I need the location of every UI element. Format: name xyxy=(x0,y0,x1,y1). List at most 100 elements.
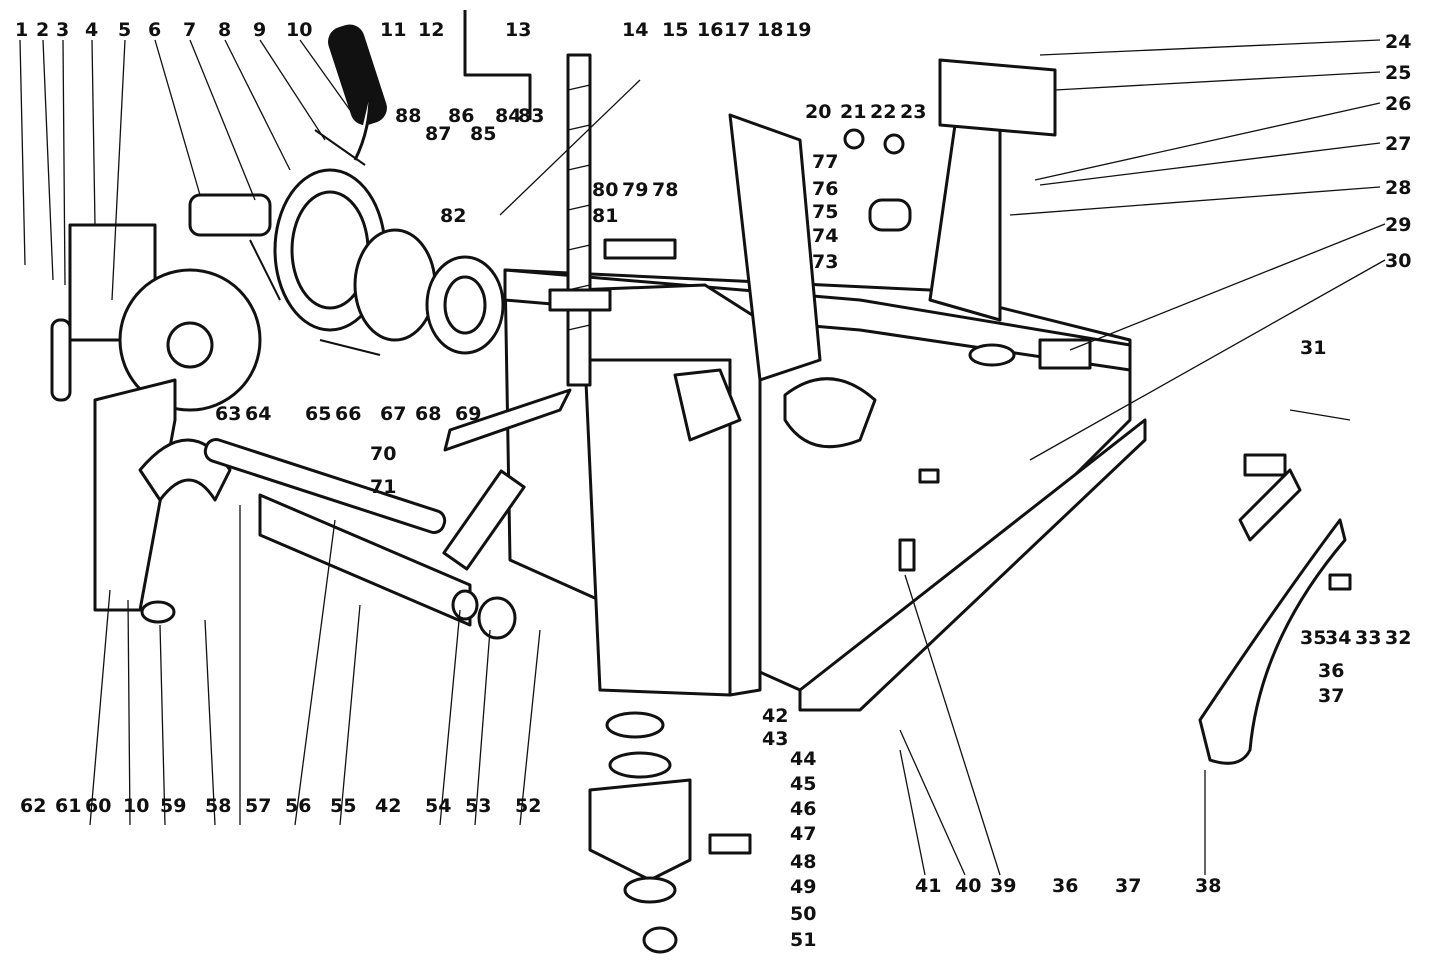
idler-arm xyxy=(68,223,517,640)
linkage-rods xyxy=(442,10,1352,591)
callout-5: 5 xyxy=(118,19,131,41)
callout-37-bottom: 37 xyxy=(1115,875,1141,897)
callout-70: 70 xyxy=(370,443,396,465)
callout-77: 77 xyxy=(812,151,838,173)
callout-80: 80 xyxy=(592,179,618,201)
callout-27: 27 xyxy=(1385,133,1411,155)
callout-48: 48 xyxy=(790,851,816,873)
callout-58: 58 xyxy=(205,795,231,817)
callout-88: 88 xyxy=(395,105,421,127)
callout-69: 69 xyxy=(455,403,481,425)
callout-10: 10 xyxy=(286,19,312,41)
callout-10-bottom: 10 xyxy=(123,795,149,817)
callout-41: 41 xyxy=(915,875,941,897)
callout-24: 24 xyxy=(1385,31,1411,53)
callout-67: 67 xyxy=(380,403,406,425)
callout-49: 49 xyxy=(790,876,816,898)
callout-13: 13 xyxy=(505,19,531,41)
callout-6: 6 xyxy=(148,19,161,41)
callout-62: 62 xyxy=(20,795,46,817)
callout-26: 26 xyxy=(1385,93,1411,115)
callout-37-right: 37 xyxy=(1318,685,1344,707)
callout-22: 22 xyxy=(870,101,896,123)
callout-9: 9 xyxy=(253,19,266,41)
callout-11: 11 xyxy=(380,19,406,41)
callout-43: 43 xyxy=(762,728,788,750)
callout-36-right: 36 xyxy=(1318,660,1344,682)
callout-7: 7 xyxy=(183,19,196,41)
callout-46: 46 xyxy=(790,798,816,820)
callout-15: 15 xyxy=(662,19,688,41)
callout-20: 20 xyxy=(805,101,831,123)
callout-87: 87 xyxy=(425,123,451,145)
callout-81: 81 xyxy=(592,205,618,227)
callout-12: 12 xyxy=(418,19,444,41)
callout-68: 68 xyxy=(415,403,441,425)
leader-lines xyxy=(19,39,1386,876)
callout-44: 44 xyxy=(790,748,816,770)
callout-28: 28 xyxy=(1385,177,1411,199)
threaded-rod xyxy=(548,53,612,387)
callout-39: 39 xyxy=(990,875,1016,897)
callout-75: 75 xyxy=(812,201,838,223)
callout-54: 54 xyxy=(425,795,451,817)
callout-63: 63 xyxy=(215,403,241,425)
callout-86: 86 xyxy=(448,105,474,127)
callout-4: 4 xyxy=(85,19,98,41)
callout-78: 78 xyxy=(652,179,678,201)
callout-53: 53 xyxy=(465,795,491,817)
callout-19: 19 xyxy=(785,19,811,41)
callout-17: 17 xyxy=(724,19,750,41)
callout-59: 59 xyxy=(160,795,186,817)
callout-51: 51 xyxy=(790,929,816,951)
callout-42-bottom: 42 xyxy=(375,795,401,817)
callout-31: 31 xyxy=(1300,337,1326,359)
callout-52: 52 xyxy=(515,795,541,817)
callout-71: 71 xyxy=(370,476,396,498)
mount-bracket xyxy=(588,711,752,954)
callout-38: 38 xyxy=(1195,875,1221,897)
callout-64: 64 xyxy=(245,403,271,425)
callout-1: 1 xyxy=(15,19,28,41)
extension-spring xyxy=(50,318,72,402)
callout-33: 33 xyxy=(1355,627,1381,649)
callout-40: 40 xyxy=(955,875,981,897)
callout-21: 21 xyxy=(840,101,866,123)
callout-42-right: 42 xyxy=(762,705,788,727)
callout-30: 30 xyxy=(1385,250,1411,272)
callout-74: 74 xyxy=(812,225,838,247)
callout-79: 79 xyxy=(622,179,648,201)
callout-35: 35 xyxy=(1300,627,1326,649)
callout-47: 47 xyxy=(790,823,816,845)
callout-32: 32 xyxy=(1385,627,1411,649)
callout-34: 34 xyxy=(1325,627,1351,649)
callout-60: 60 xyxy=(85,795,111,817)
callout-56: 56 xyxy=(285,795,311,817)
callout-45: 45 xyxy=(790,773,816,795)
callout-50: 50 xyxy=(790,903,816,925)
callout-labels: 1 2 3 4 5 6 7 8 9 10 11 12 13 14 15 16 1… xyxy=(15,19,1411,951)
callout-65: 65 xyxy=(305,403,331,425)
callout-73: 73 xyxy=(812,251,838,273)
callout-8: 8 xyxy=(218,19,231,41)
pulley-assembly xyxy=(188,24,505,356)
callout-3: 3 xyxy=(56,19,69,41)
callout-36-bottom: 36 xyxy=(1052,875,1078,897)
callout-2: 2 xyxy=(36,19,49,41)
callout-55: 55 xyxy=(330,795,356,817)
callout-76: 76 xyxy=(812,178,838,200)
callout-14: 14 xyxy=(622,19,648,41)
column-assembly xyxy=(573,113,877,697)
callout-66: 66 xyxy=(335,403,361,425)
callout-84: 84 xyxy=(495,105,521,127)
callout-83: 83 xyxy=(518,105,544,127)
callout-16: 16 xyxy=(697,19,723,41)
callout-85: 85 xyxy=(470,123,496,145)
callout-23: 23 xyxy=(900,101,926,123)
callout-29: 29 xyxy=(1385,214,1411,236)
callout-57: 57 xyxy=(245,795,271,817)
callout-25: 25 xyxy=(1385,62,1411,84)
callout-18: 18 xyxy=(757,19,783,41)
callout-61: 61 xyxy=(55,795,81,817)
